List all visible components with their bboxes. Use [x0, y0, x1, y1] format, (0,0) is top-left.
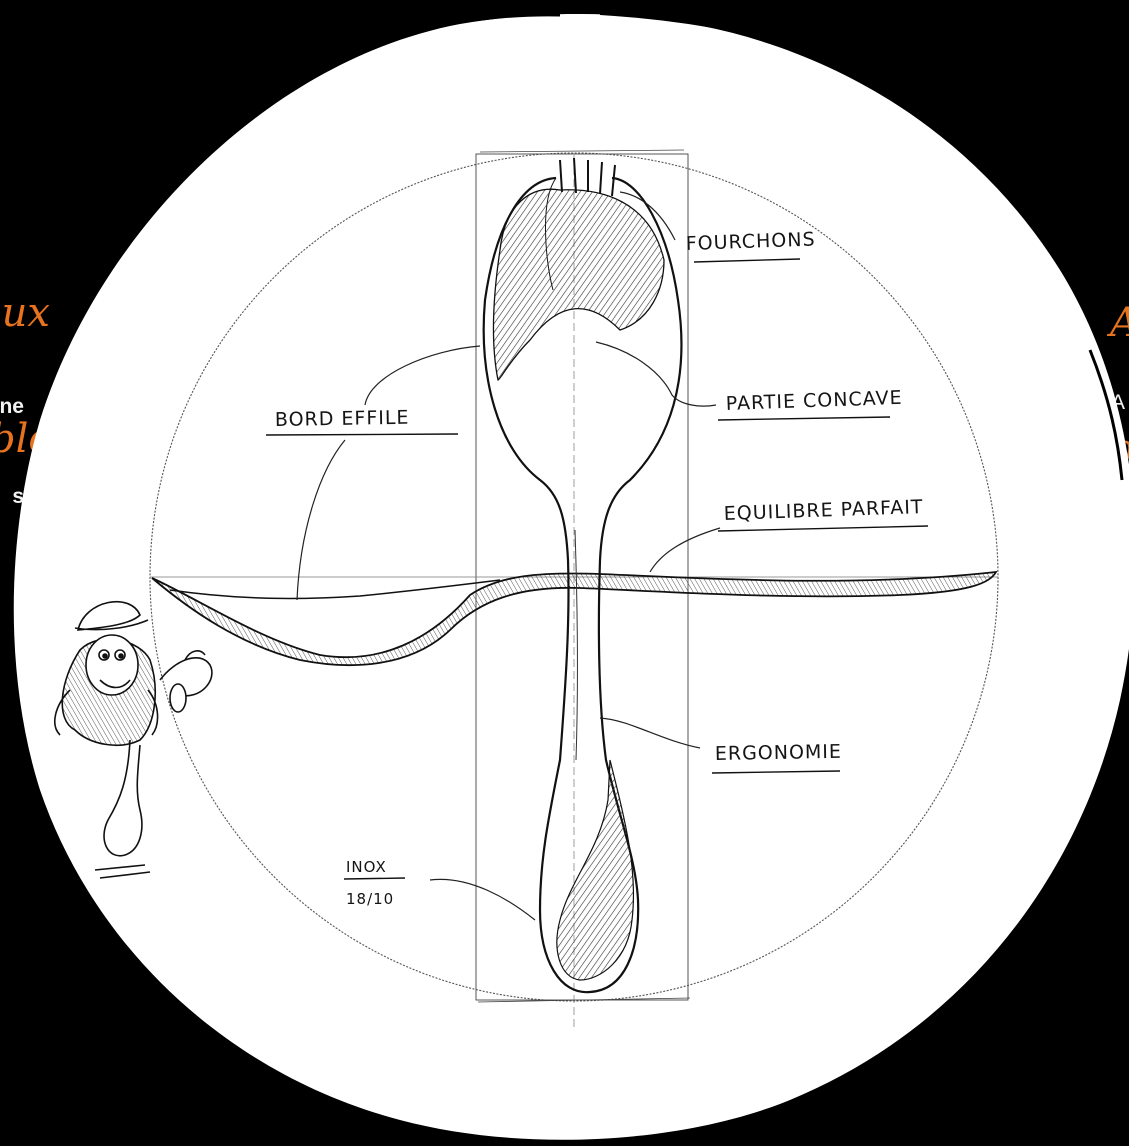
label-bord-effile: BORD EFFILE — [275, 407, 410, 431]
label-ergonomie: ERGONOMIE — [715, 741, 842, 765]
label-inox: INOX — [346, 858, 387, 876]
label-fourchons: FOURCHONS — [685, 228, 816, 255]
label-inox-grade: 18/10 — [346, 890, 394, 908]
